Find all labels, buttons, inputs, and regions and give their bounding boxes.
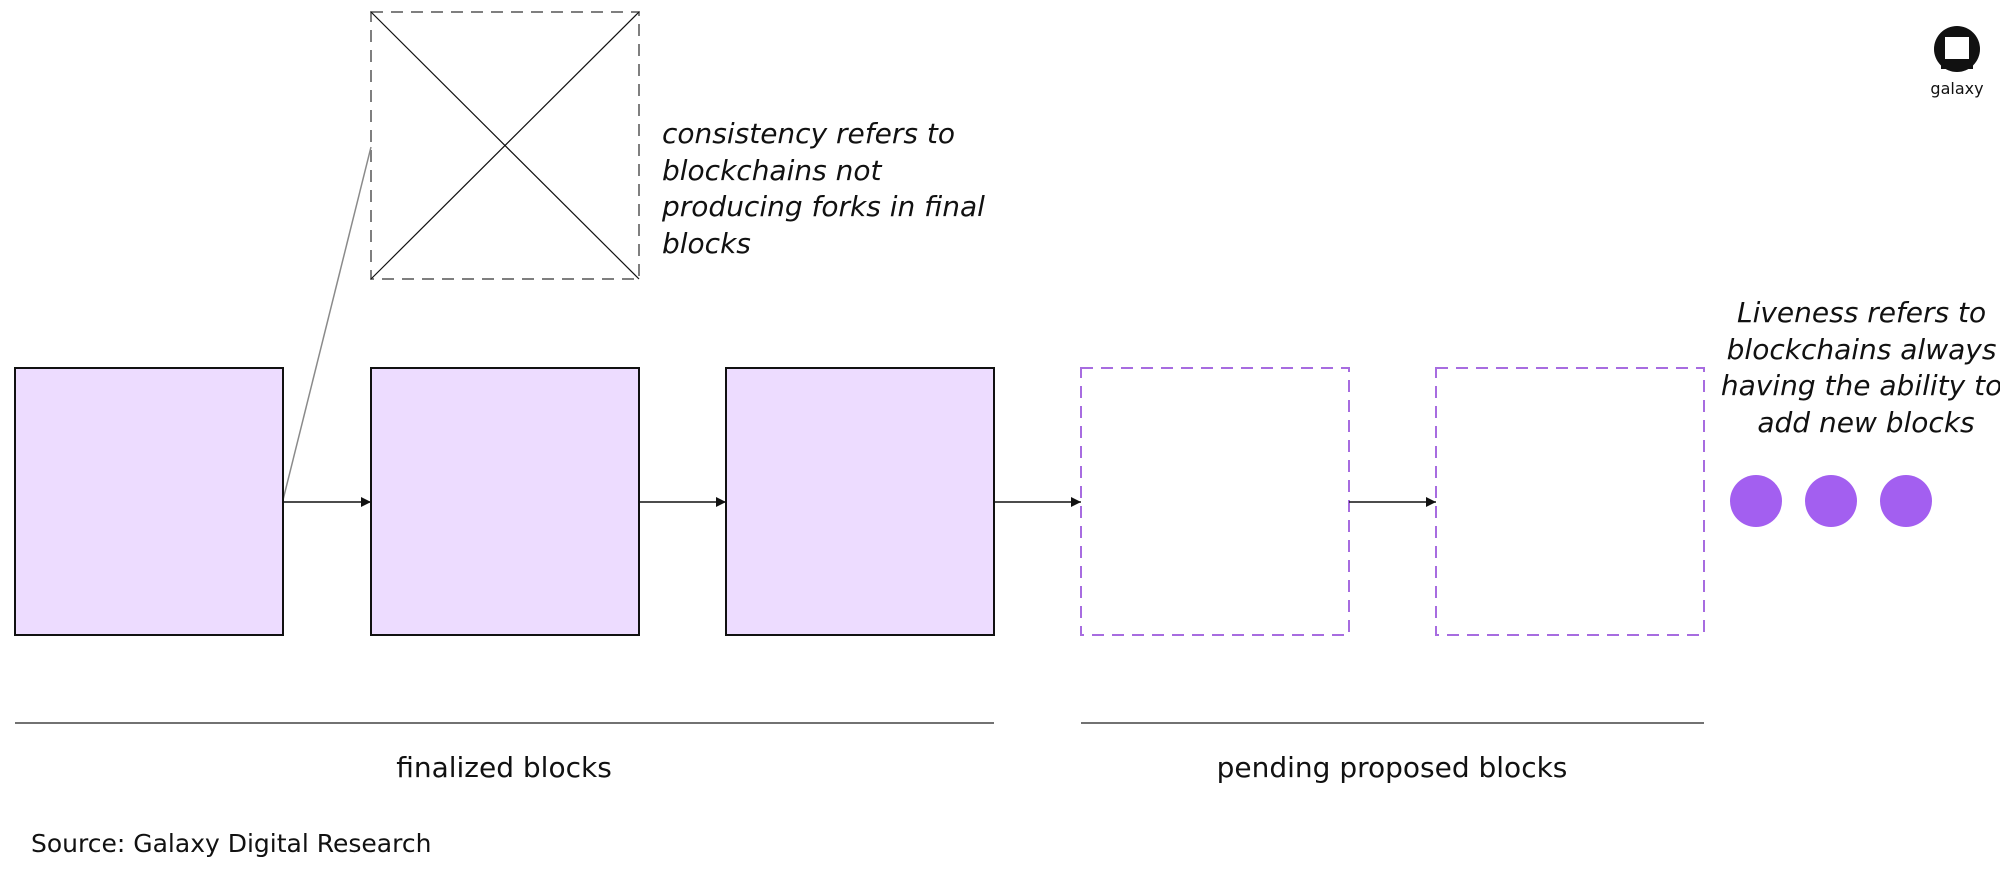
consistency-note: consistency refers to blockchains not pr…	[661, 117, 994, 260]
consistency-note-line: consistency refers to	[662, 117, 955, 150]
finalized-block-1	[14, 367, 284, 636]
forked-block	[282, 11, 640, 501]
continuation-dot	[1730, 475, 1782, 527]
forked-block-cross-line	[370, 11, 640, 280]
liveness-note-line: having the ability to	[1721, 369, 2000, 402]
pending-block-1	[1080, 367, 1350, 636]
galaxy-logo-mark	[1934, 26, 1980, 72]
consistency-note-line: blocks	[662, 227, 751, 260]
liveness-note-line: blockchains always	[1727, 333, 1997, 366]
fork-connector-line	[282, 146, 372, 501]
continuation-dot	[1805, 475, 1857, 527]
liveness-note-line: add new blocks	[1757, 406, 1974, 439]
pending-blocks-label: pending proposed blocks	[1217, 751, 1568, 784]
liveness-note: Liveness refers to blockchains always ha…	[1721, 296, 2000, 439]
consistency-note-line: blockchains not	[662, 154, 882, 187]
consistency-note-line: producing forks in final	[661, 190, 985, 223]
continuation-dot	[1880, 475, 1932, 527]
finalized-block-2	[370, 367, 640, 636]
galaxy-logo-text: galaxy	[1930, 79, 1983, 98]
galaxy-logo: galaxy	[1930, 26, 1984, 98]
forked-block-outline	[370, 11, 640, 280]
finalized-block-3	[725, 367, 995, 636]
finalized-blocks-label: finalized blocks	[396, 751, 612, 784]
source-note: Source: Galaxy Digital Research	[31, 829, 431, 858]
pending-block-2	[1435, 367, 1705, 636]
liveness-note-line: Liveness refers to	[1737, 296, 1986, 329]
